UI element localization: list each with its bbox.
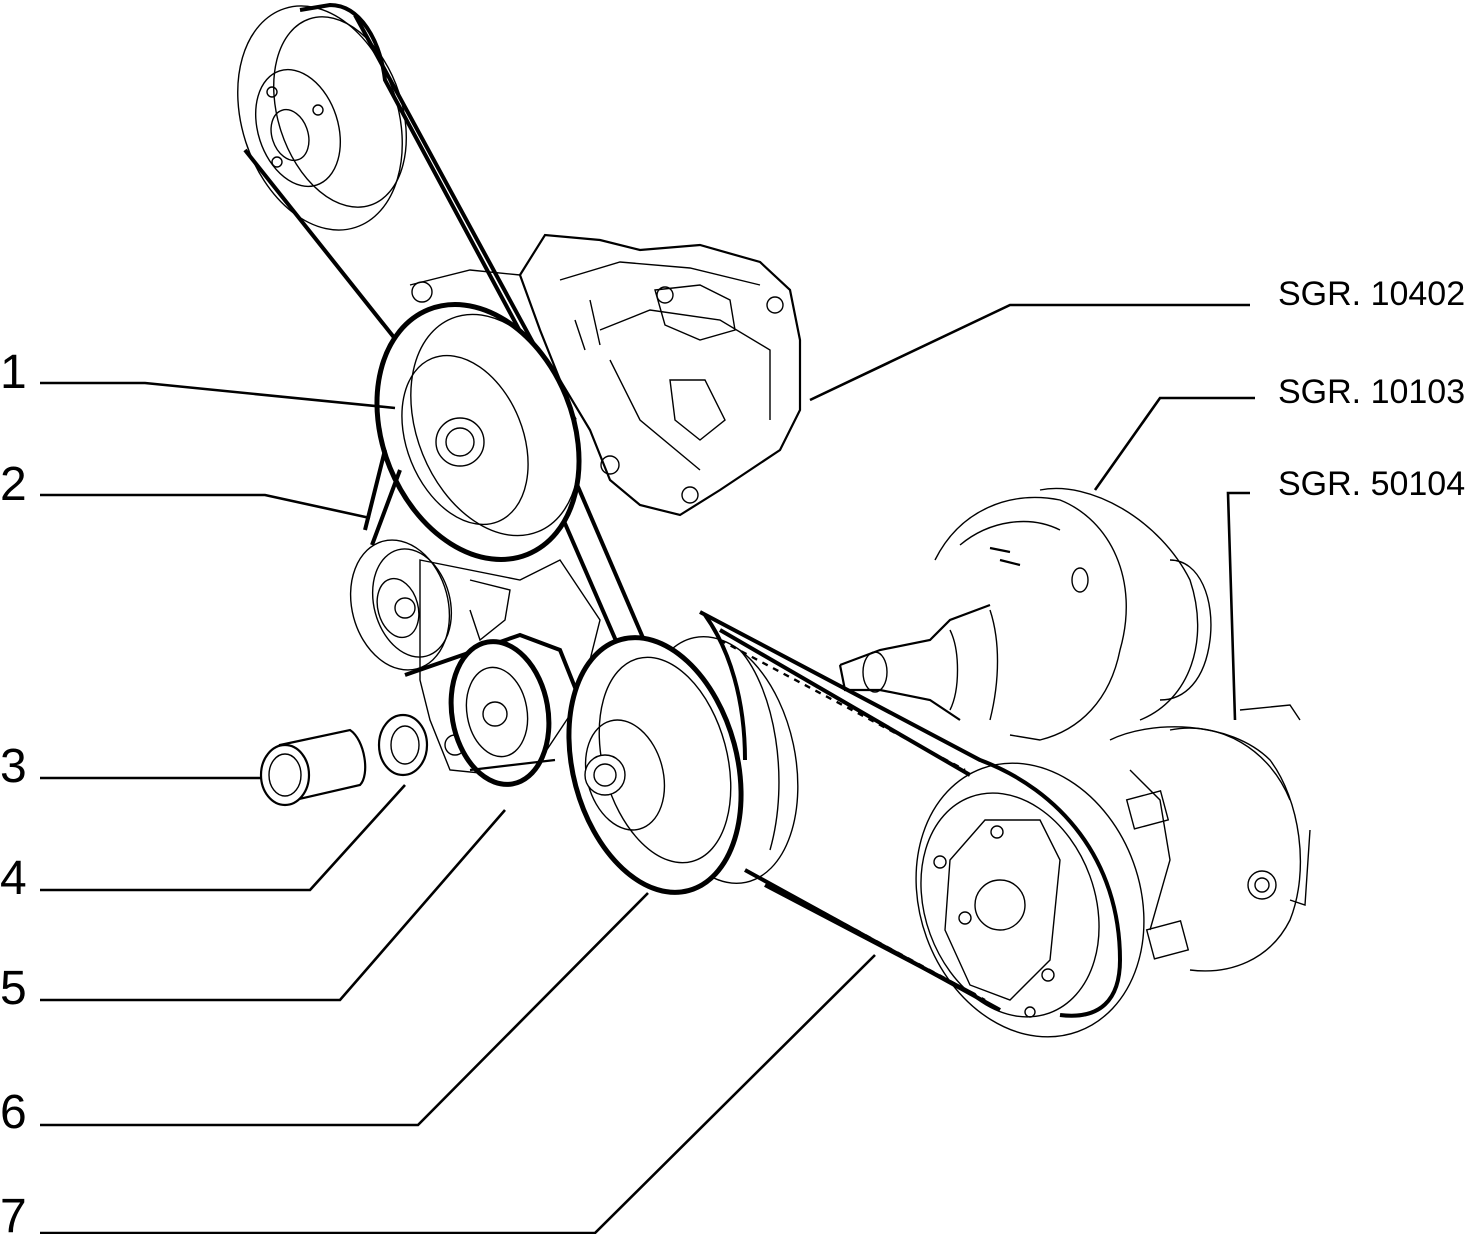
leader-2 (40, 493, 371, 520)
leader-1 (40, 381, 396, 410)
ref-sgr-10103: SGR. 10103 (1278, 373, 1465, 411)
callout-1: 1 (0, 346, 27, 399)
leader-lines (40, 303, 1255, 1234)
callout-7: 7 (0, 1190, 27, 1234)
water-pump-housing (409, 233, 802, 517)
ref-sgr-10402: SGR. 10402 (1278, 275, 1465, 313)
leader-6 (40, 892, 649, 1127)
leader-sgr-10103 (1093, 396, 1255, 491)
callout-2: 2 (0, 458, 27, 511)
upper-pulley (237, 5, 407, 231)
timing-pulley-assembly (1109, 704, 1311, 972)
leader-7 (40, 954, 876, 1234)
callout-5: 5 (0, 962, 27, 1015)
part-7-timing-belt (699, 610, 1123, 1018)
part-6-crankshaft-pulley (566, 635, 799, 895)
callout-4: 4 (0, 852, 27, 905)
part-1-pulley (374, 302, 582, 562)
leader-sgr-10402 (809, 303, 1250, 402)
ref-sgr-50104: SGR. 50104 (1278, 465, 1465, 503)
callout-numbers: 1 2 3 4 5 6 7 (0, 346, 27, 1234)
callout-3: 3 (0, 740, 27, 793)
leader-4 (40, 784, 406, 892)
leader-5 (40, 809, 506, 1002)
leader-sgr-50104 (1226, 491, 1250, 721)
reference-labels: SGR. 10402 SGR. 10103 SGR. 50104 (1278, 275, 1465, 503)
timing-pulley (915, 762, 1145, 1038)
part-4-washer (377, 713, 429, 777)
part-3-bushing (259, 728, 367, 807)
part-5-small-pulley (448, 639, 556, 787)
crankshaft (838, 487, 1212, 741)
callout-6: 6 (0, 1086, 27, 1139)
